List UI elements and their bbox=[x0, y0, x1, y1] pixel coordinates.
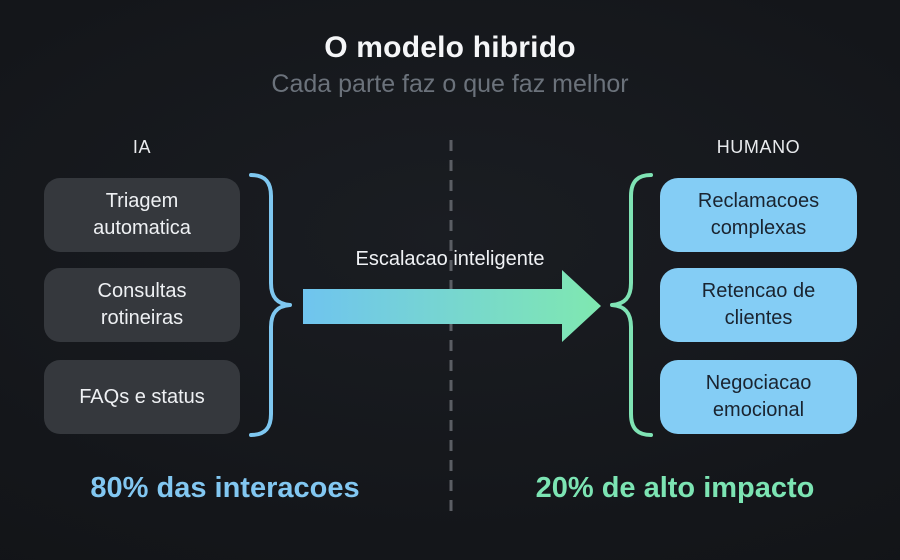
ai-item-faqs: FAQs e status bbox=[44, 360, 240, 434]
right-curly-brace-icon bbox=[610, 173, 653, 437]
arrow-label: Escalacao inteligente bbox=[355, 248, 545, 270]
page-title: O modelo hibrido bbox=[324, 31, 576, 64]
column-label-humano: HUMANO bbox=[716, 137, 801, 157]
ai-item-triagem: Triagem automatica bbox=[44, 178, 240, 252]
human-item-reclamacoes: Reclamacoes complexas bbox=[660, 178, 857, 252]
ai-item-consultas: Consultas rotineiras bbox=[44, 268, 240, 342]
stat-ai-share: 80% das interacoes bbox=[90, 472, 360, 504]
human-item-negociacao: Negociacao emocional bbox=[660, 360, 857, 434]
escalation-arrow-icon bbox=[303, 270, 601, 342]
human-item-retencao: Retencao de clientes bbox=[660, 268, 857, 342]
left-curly-brace-icon bbox=[249, 173, 292, 437]
stat-human-share: 20% de alto impacto bbox=[535, 472, 815, 504]
page-subtitle: Cada parte faz o que faz melhor bbox=[271, 70, 629, 98]
column-label-ia: IA bbox=[132, 137, 152, 157]
